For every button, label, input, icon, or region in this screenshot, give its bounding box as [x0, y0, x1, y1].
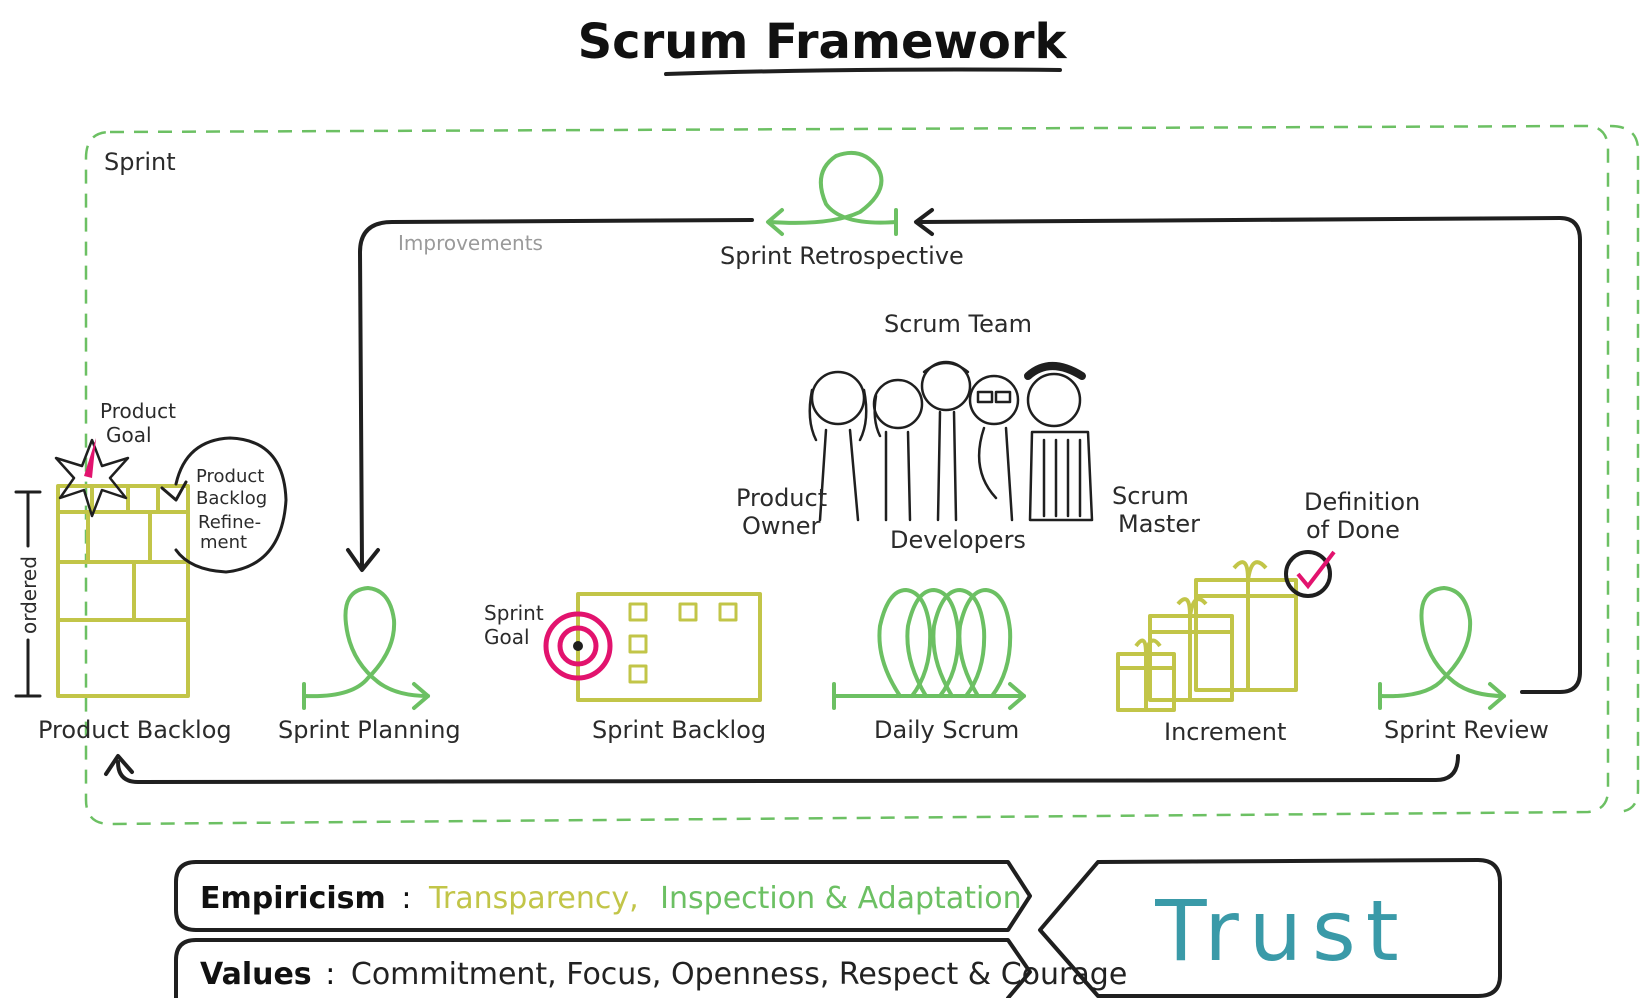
product-goal-label-1: Product: [100, 399, 176, 423]
empiricism-inspection: Inspection & Adaptation: [660, 881, 1022, 916]
values-sep: :: [325, 957, 335, 992]
review-to-backlog-arrow: [116, 754, 1460, 784]
sprint-goal-label-1: Sprint: [484, 601, 544, 625]
daily-scrum-spiral-icon: [832, 588, 1026, 710]
empiricism-label: Empiricism: [200, 881, 386, 916]
empiricism-transparency: Transparency,: [428, 881, 639, 916]
improvements-label: Improvements: [398, 231, 543, 255]
review-to-backlog-arrowhead: [104, 754, 134, 776]
planning-loop-icon: [302, 586, 430, 710]
scrum-team-people-icon: [808, 360, 1094, 522]
increment-gifts-icon: [1116, 560, 1298, 712]
sprint-goal-label-2: Goal: [484, 625, 530, 649]
definition-of-done-label-2: of Done: [1306, 516, 1400, 544]
product-backlog-wall-icon: [56, 484, 190, 698]
product-owner-label-1: Product: [736, 484, 827, 512]
values-list: Commitment, Focus, Openness, Respect & C…: [351, 957, 1127, 992]
scrum-team-title: Scrum Team: [884, 310, 1032, 338]
scrum-master-label-2: Master: [1118, 510, 1200, 538]
trust-label: Trust: [1154, 882, 1408, 980]
values-banner: [174, 938, 1032, 998]
sprint-boundary: [84, 124, 1610, 826]
review-to-retro-arrow: [918, 216, 1582, 694]
ordered-indicator: ordered: [14, 490, 42, 698]
empiricism-banner: [174, 860, 1032, 932]
sprint-boundary-repeat: [1609, 124, 1640, 814]
product-goal-label-2: Goal: [106, 423, 152, 447]
review-loop-icon: [1378, 586, 1506, 710]
sprint-goal-target-icon: [543, 611, 613, 681]
values-label: Values: [200, 957, 312, 992]
definition-of-done-check-icon: [1284, 550, 1336, 598]
sprint-backlog-board-icon: [576, 592, 762, 702]
refinement-cycle-icon: [160, 436, 288, 574]
increment-label: Increment: [1164, 718, 1286, 746]
daily-scrum-label: Daily Scrum: [874, 716, 1019, 744]
definition-of-done-label-1: Definition: [1304, 488, 1420, 516]
values-line: Values : Commitment, Focus, Openness, Re…: [200, 957, 1127, 992]
product-goal-star-icon: [54, 438, 130, 518]
product-backlog-label: Product Backlog: [38, 716, 232, 744]
retro-to-planning-arrowhead: [346, 548, 380, 572]
refinement-label-1: Product: [196, 466, 264, 487]
sprint-backlog-label: Sprint Backlog: [592, 716, 766, 744]
empiricism-sep: :: [401, 881, 411, 916]
sprint-label: Sprint: [104, 148, 176, 176]
ordered-label: ordered: [17, 556, 41, 634]
retro-to-planning-arrow: [358, 218, 754, 568]
review-label: Sprint Review: [1384, 716, 1549, 744]
scrum-master-label-1: Scrum: [1112, 482, 1189, 510]
title-underline: [664, 67, 1062, 76]
product-owner-label-2: Owner: [742, 512, 820, 540]
refinement-label-4: ment: [200, 532, 247, 553]
planning-label: Sprint Planning: [278, 716, 461, 744]
empiricism-line: Empiricism : Transparency, Inspection & …: [200, 881, 1022, 916]
refinement-label-2: Backlog: [196, 488, 267, 509]
developers-label: Developers: [890, 526, 1026, 554]
retrospective-label: Sprint Retrospective: [720, 242, 964, 270]
page-title: Scrum Framework: [578, 14, 1068, 70]
trust-box: [1038, 858, 1502, 998]
review-to-retro-arrowhead: [914, 208, 934, 236]
refinement-label-3: Refine-: [198, 512, 261, 533]
retrospective-loop-icon: [766, 151, 898, 236]
